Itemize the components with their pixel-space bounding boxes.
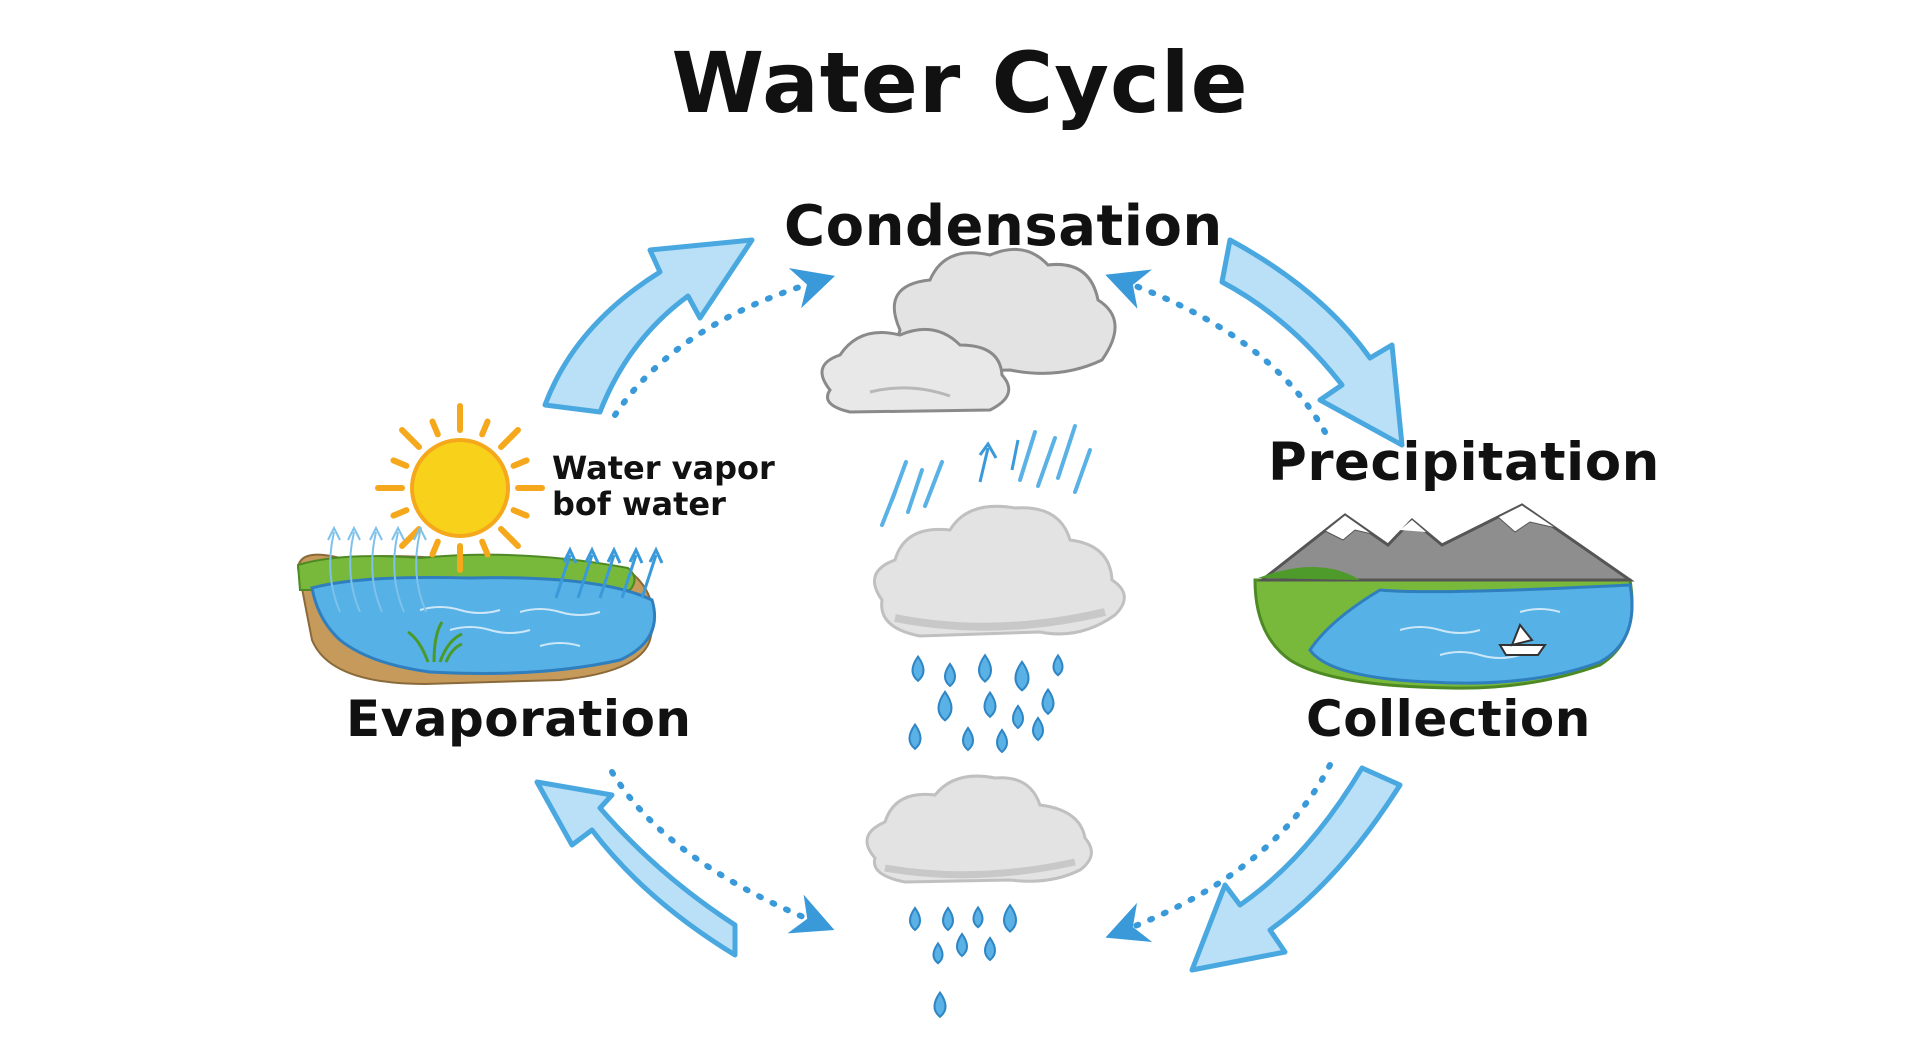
vapor-arrow-icon bbox=[371, 531, 383, 613]
boat-icon bbox=[1498, 623, 1547, 656]
cycle-arrow-condensation-to-precipitation bbox=[1219, 237, 1405, 448]
raindrops-upper bbox=[908, 653, 1064, 754]
raindrop-icon bbox=[983, 690, 997, 719]
raindrop-icon bbox=[1052, 653, 1064, 677]
rain-cloud-icon bbox=[865, 774, 1093, 884]
arrowhead-icon bbox=[327, 525, 341, 541]
vapor-label: Water vapor bof water bbox=[552, 450, 775, 522]
raindrop-icon bbox=[1041, 687, 1055, 716]
mountain-icon bbox=[1257, 503, 1635, 582]
sun-icon bbox=[375, 403, 545, 573]
arrowhead-icon bbox=[347, 525, 361, 541]
arrowhead-icon bbox=[369, 525, 383, 541]
arrowhead-icon bbox=[391, 525, 405, 541]
raindrop-icon bbox=[933, 990, 947, 1019]
dotted-arrow-evaporation-down bbox=[609, 769, 835, 934]
arrowhead-icon bbox=[606, 546, 622, 564]
vapor-arrow-icon bbox=[329, 531, 341, 613]
stage-label-evaporation: Evaporation bbox=[346, 690, 692, 748]
vapor-arrow-icon bbox=[620, 554, 638, 599]
arrowhead-icon bbox=[413, 525, 427, 541]
vapor-arrow-icon bbox=[640, 554, 658, 599]
raindrop-icon bbox=[962, 726, 974, 752]
page-title: Water Cycle bbox=[671, 34, 1249, 132]
condensation-cloud-icon bbox=[820, 247, 1117, 414]
grass-tuft-icon bbox=[407, 621, 463, 663]
vapor-arrow-icon bbox=[554, 554, 572, 599]
raindrop-icon bbox=[944, 662, 956, 688]
precipitation-cloud-icon bbox=[872, 504, 1126, 638]
vapor-label-line-1: Water vapor bbox=[552, 449, 775, 487]
raindrop-icon bbox=[996, 728, 1008, 754]
raindrop-icon bbox=[1014, 660, 1030, 692]
raindrop-icon bbox=[911, 654, 925, 683]
vapor-arrow-icon bbox=[576, 554, 594, 599]
vapor-arrow-icon bbox=[393, 531, 405, 613]
cycle-arrow-collection-to-bottom bbox=[1189, 765, 1403, 973]
evaporation-scene bbox=[296, 403, 664, 686]
arrowhead-icon bbox=[628, 546, 644, 564]
dotted-arrow-collection-down bbox=[1105, 762, 1333, 943]
raindrop-icon bbox=[909, 906, 921, 932]
raindrop-icon bbox=[1012, 704, 1024, 730]
raindrop-icon bbox=[972, 905, 984, 929]
dotted-arrow-precipitation-up bbox=[1105, 269, 1328, 435]
collection-scene bbox=[1253, 503, 1635, 690]
raindrop-icon bbox=[908, 722, 922, 751]
cycle-arrow-bottom-to-evaporation bbox=[534, 779, 738, 958]
vapor-arrows-right bbox=[554, 546, 664, 599]
raindrops-lower bbox=[909, 903, 1017, 1019]
raindrop-icon bbox=[984, 936, 996, 962]
updraft-arrow-icon bbox=[978, 439, 1020, 483]
dotted-arrow-evaporation-up bbox=[612, 268, 836, 418]
vapor-arrow-icon bbox=[598, 554, 616, 599]
raindrop-icon bbox=[1003, 903, 1017, 933]
arrowhead-icon bbox=[562, 546, 578, 564]
vapor-label-line-2: bof water bbox=[552, 485, 726, 523]
vapor-arrow-icon bbox=[415, 531, 427, 613]
rain-streaks bbox=[880, 424, 1092, 527]
raindrop-icon bbox=[942, 906, 954, 932]
raindrop-icon bbox=[932, 941, 944, 965]
vapor-arrows bbox=[327, 525, 427, 613]
stage-label-collection: Collection bbox=[1306, 690, 1591, 748]
raindrop-icon bbox=[1032, 716, 1044, 742]
raindrop-icon bbox=[978, 653, 992, 683]
arrowhead-icon bbox=[648, 546, 664, 564]
stage-label-precipitation: Precipitation bbox=[1268, 432, 1660, 493]
raindrop-icon bbox=[956, 932, 968, 958]
cycle-arrow-evaporation-to-condensation bbox=[542, 237, 755, 415]
stage-label-condensation: Condensation bbox=[784, 194, 1223, 259]
vapor-arrow-icon bbox=[349, 531, 361, 613]
arrowhead-icon bbox=[584, 546, 600, 564]
raindrop-icon bbox=[937, 690, 953, 722]
